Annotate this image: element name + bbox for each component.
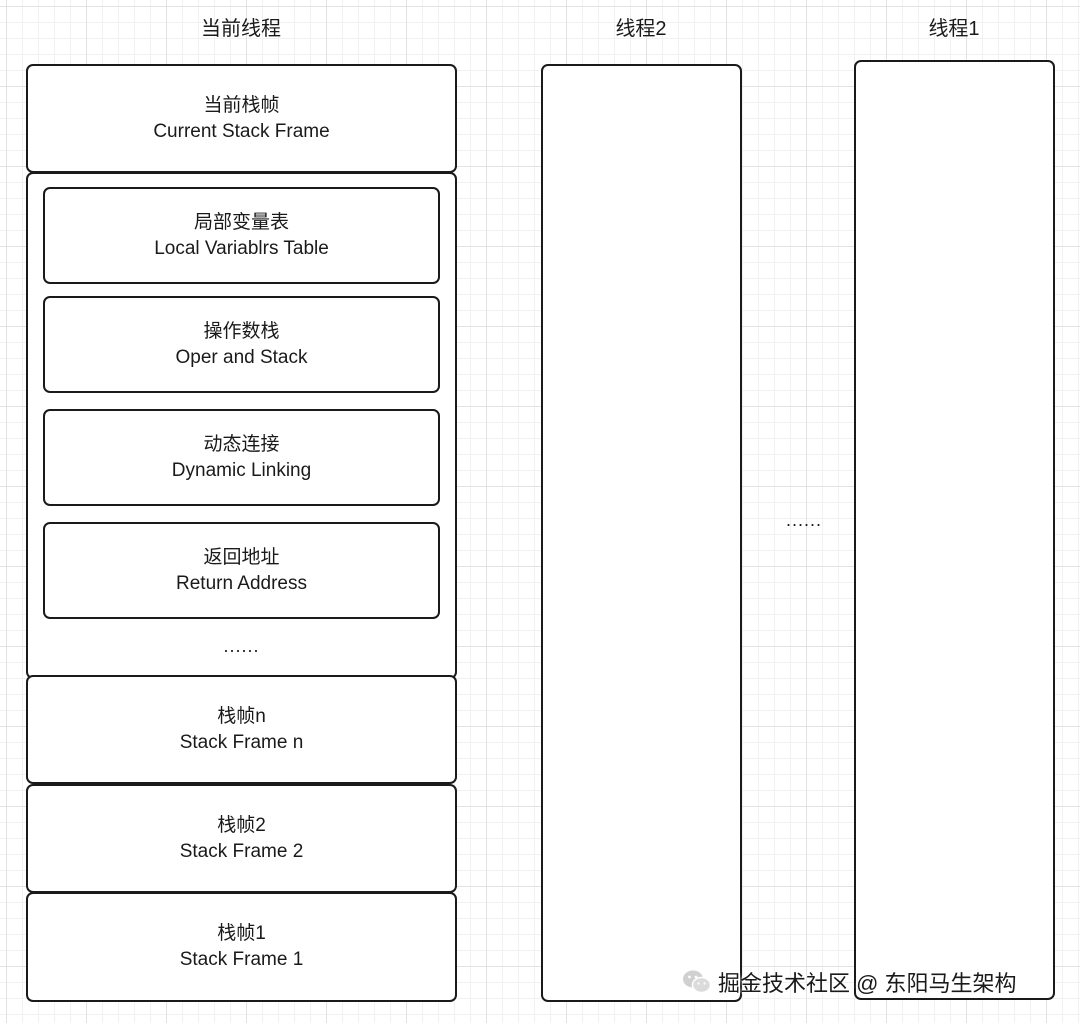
stack-frame-n-en: Stack Frame n: [179, 731, 304, 753]
stack-frame-2-en: Stack Frame 2: [179, 840, 304, 862]
thread-2-stack: [541, 64, 742, 1002]
local-variables-table: 局部变量表 Local Variablrs Table: [43, 187, 440, 284]
return-address: 返回地址 Return Address: [43, 522, 440, 619]
current-thread-header: 当前线程: [201, 18, 281, 40]
operand-stack-en: Oper and Stack: [175, 346, 308, 368]
thread-2-header: 线程2: [615, 18, 667, 40]
operand-stack: 操作数栈 Oper and Stack: [43, 296, 440, 393]
current-stack-frame-en: Current Stack Frame: [153, 120, 330, 142]
stack-frame-2: 栈帧2 Stack Frame 2: [26, 784, 457, 893]
operand-stack-zh: 操作数栈: [203, 320, 280, 342]
stack-frame-1-en: Stack Frame 1: [179, 949, 304, 970]
local-variables-table-en: Local Variablrs Table: [154, 237, 329, 259]
current-stack-frame: 当前栈帧 Current Stack Frame: [26, 64, 457, 173]
stack-frame-n: 栈帧n Stack Frame n: [26, 675, 457, 784]
thread-1-header: 线程1: [928, 18, 980, 40]
dynamic-linking-en: Dynamic Linking: [171, 459, 312, 481]
return-address-zh: 返回地址: [203, 546, 280, 568]
thread-1-stack: [854, 60, 1055, 1000]
dynamic-linking-zh: 动态连接: [203, 433, 280, 455]
watermark-text: 掘金技术社区 @ 东阳马生架构: [718, 971, 1017, 996]
stack-frame-2-zh: 栈帧2: [217, 814, 266, 836]
between-threads-ellipsis: ......: [785, 510, 822, 530]
stack-frame-1-zh: 栈帧1: [217, 923, 266, 944]
return-address-en: Return Address: [176, 572, 307, 594]
stack-frame-1: 栈帧1 Stack Frame 1: [26, 892, 457, 1002]
local-variables-table-zh: 局部变量表: [193, 211, 289, 233]
wechat-icon: [682, 969, 712, 995]
dynamic-linking: 动态连接 Dynamic Linking: [43, 409, 440, 506]
current-stack-frame-zh: 当前栈帧: [203, 94, 280, 116]
stack-frame-n-zh: 栈帧n: [217, 705, 266, 727]
watermark: 掘金技术社区 @ 东阳马生架构: [682, 964, 1017, 1000]
frame-parts-ellipsis: ......: [223, 636, 260, 656]
